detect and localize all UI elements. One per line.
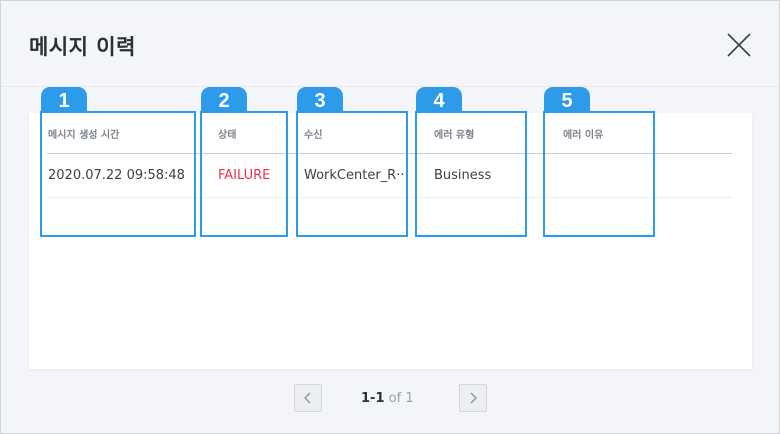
chevron-right-icon: [470, 392, 477, 404]
dialog-title: 메시지 이력: [29, 35, 136, 59]
marker-badge-2: 2: [201, 87, 247, 113]
row-divider: [47, 197, 732, 198]
marker-badge-3: 3: [297, 87, 343, 113]
page-of-label: of: [388, 391, 402, 406]
prev-page-button[interactable]: [294, 384, 322, 412]
page-total: 1: [405, 391, 414, 406]
marker-badge-5: 5: [544, 87, 590, 113]
column-header-error-type[interactable]: 에러 유형: [434, 130, 475, 141]
cell-error-type: Business: [434, 168, 492, 183]
dialog-header: 메시지 이력: [1, 1, 779, 87]
cell-status: FAILURE: [218, 168, 271, 183]
column-header-created-at[interactable]: 메시지 생성 시간: [48, 130, 120, 141]
chevron-left-icon: [304, 392, 311, 404]
column-header-error-reason[interactable]: 에러 이유: [563, 130, 604, 141]
close-icon: [727, 33, 751, 57]
column-header-receiver[interactable]: 수신: [304, 130, 323, 141]
marker-badge-4: 4: [416, 87, 462, 113]
cell-created-at: 2020.07.22 09:58:48: [48, 168, 185, 183]
header-divider: [47, 153, 732, 154]
column-header-status[interactable]: 상태: [218, 130, 237, 141]
cell-receiver: WorkCenter_R···: [304, 168, 409, 183]
marker-badge-1: 1: [41, 87, 87, 113]
close-button[interactable]: [725, 31, 753, 59]
history-table: 메시지 생성 시간 상태 수신 에러 유형 에러 이유 2020.07.22 0…: [29, 113, 752, 369]
page-range: 1-1: [361, 391, 385, 406]
next-page-button[interactable]: [459, 384, 487, 412]
pagination-info: 1-1 of 1: [361, 391, 414, 406]
